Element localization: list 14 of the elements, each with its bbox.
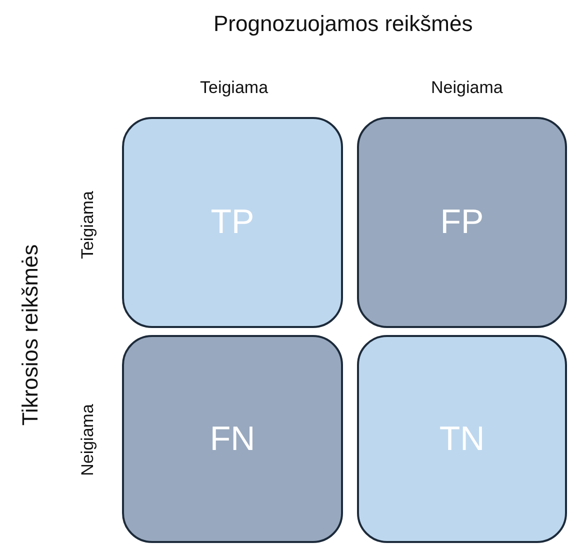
matrix-cell — [357, 117, 567, 328]
column-header: Teigiama — [200, 78, 268, 98]
matrix-cell — [357, 335, 567, 543]
column-header: Neigiama — [431, 78, 503, 98]
cell-label: TP — [210, 203, 254, 242]
matrix-cell — [122, 335, 343, 543]
matrix-cell — [122, 117, 343, 328]
row-header: Teigiama — [78, 190, 98, 260]
cell-label: FN — [210, 420, 256, 458]
axis-title: Tikrosios reikšmės — [17, 244, 44, 426]
cell-label: FP — [440, 203, 484, 242]
axis-title: Prognozuojamos reikšmės — [214, 11, 473, 37]
cell-label: TN — [439, 420, 485, 458]
row-header: Neigiama — [78, 404, 98, 476]
